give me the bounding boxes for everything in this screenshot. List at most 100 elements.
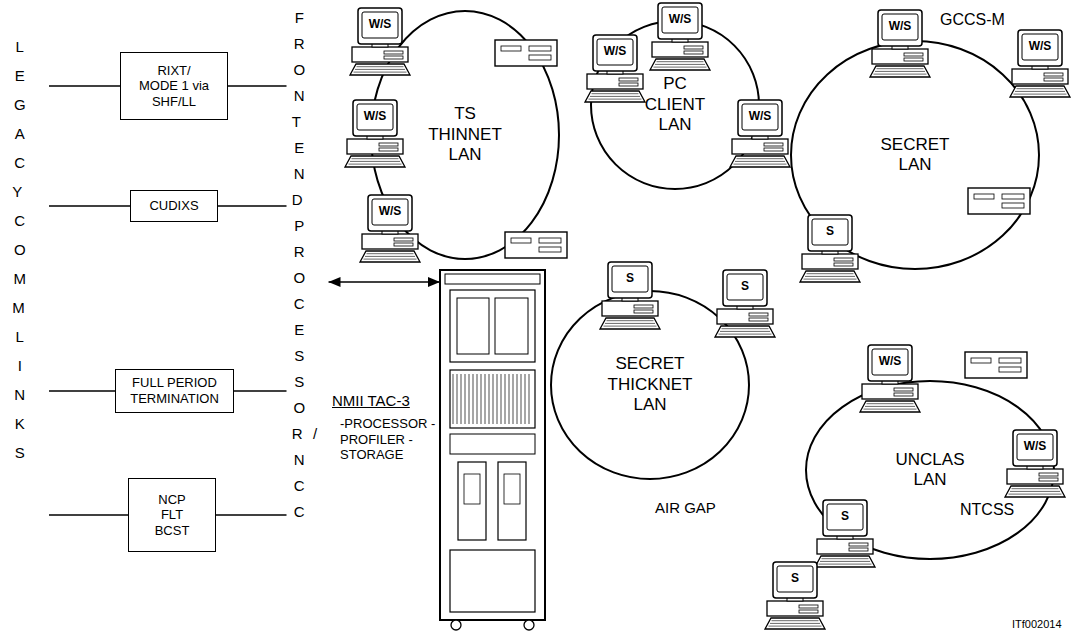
monitor <box>738 100 782 136</box>
monitor-screen <box>357 104 393 130</box>
keyboard-keys <box>654 67 707 68</box>
keyboard-keys <box>365 256 415 257</box>
node-label: RIXT/ MODE 1 via SHF/LL <box>138 63 210 110</box>
drive-slot <box>619 83 638 86</box>
node-label: UNCLAS LAN <box>889 450 971 491</box>
drive-bay <box>1002 194 1024 199</box>
drive-slot <box>1039 473 1058 476</box>
keyboard-keys <box>350 161 400 162</box>
drive-bay <box>511 238 531 243</box>
screen-label: S <box>791 572 799 585</box>
node-heading: GCCS-M <box>940 10 1010 29</box>
screen-label: W/S <box>879 355 902 368</box>
keyboard <box>715 326 775 337</box>
monitor <box>353 100 397 136</box>
lan-ring: UNCLAS LANNTCSS <box>805 380 1055 560</box>
storage-module <box>458 462 486 540</box>
card-slot <box>489 374 490 424</box>
lan-ring: SECRET THICKNET LAN <box>550 290 750 480</box>
drive-slot <box>634 310 653 313</box>
server-case <box>968 188 1030 214</box>
comm-link-box: FULL PERIOD TERMINATION <box>115 369 234 413</box>
screen-label: W/S <box>379 205 402 218</box>
storage-module <box>498 462 526 540</box>
comm-link-box: NCP FLT BCST <box>128 478 216 552</box>
keyboard-keys <box>592 93 639 94</box>
keyboard-keys <box>822 558 869 559</box>
drive-slot <box>634 305 653 308</box>
system-unit <box>717 309 773 324</box>
card-slot <box>521 374 522 424</box>
system-unit <box>347 139 403 154</box>
front-end-processor-bar: FRONT END PROCESSOR/NCC <box>287 5 329 625</box>
drive-slot <box>684 46 703 49</box>
keyboard-keys <box>607 320 654 321</box>
drive-bay <box>501 46 521 51</box>
system-unit <box>862 384 918 399</box>
screen-label: W/S <box>669 13 692 26</box>
card-slot <box>473 374 474 424</box>
system-unit <box>732 139 788 154</box>
card-slot <box>493 374 494 424</box>
drive-bay <box>539 238 561 243</box>
workstation-icon <box>730 100 790 167</box>
system-unit <box>1007 469 1063 484</box>
keyboard-keys <box>364 259 417 260</box>
screen-label: S <box>841 510 849 523</box>
node-label: FRONT END PROCESSOR/NCC <box>292 5 318 525</box>
link-line <box>216 514 287 516</box>
screen-label: S <box>741 280 749 293</box>
drive-slot <box>379 148 398 151</box>
screen-label: S <box>626 272 634 285</box>
card-slot <box>513 374 514 424</box>
rack-unit: NMII TAC-3-PROCESSOR -PROFILER -STORAGE <box>440 270 545 630</box>
keyboard-keys <box>734 164 787 165</box>
monitor <box>808 215 852 251</box>
comm-link-box: RIXT/ MODE 1 via SHF/LL <box>120 52 228 120</box>
screen-label: W/S <box>889 20 912 33</box>
keyboard-keys <box>1015 91 1065 92</box>
link-line <box>234 390 287 392</box>
workstation-icon <box>1010 30 1070 97</box>
keyboard-keys <box>349 164 402 165</box>
system-unit <box>652 42 708 57</box>
drive-slot <box>904 53 923 56</box>
drive-slot <box>749 313 768 316</box>
lan-ring: TS THINNET LAN <box>370 10 560 260</box>
workstation-icon <box>800 215 860 282</box>
workstation-icon <box>715 270 775 337</box>
workstation-icon <box>600 262 660 329</box>
keyboard <box>360 251 420 262</box>
drive-slot <box>379 143 398 146</box>
comm-links-bar: LEGACY COMM LINKS <box>7 32 49 605</box>
monitor <box>773 562 817 598</box>
card-slot <box>453 374 454 424</box>
workstation-icon <box>1005 430 1065 497</box>
system-unit <box>872 49 928 64</box>
rack-band <box>450 434 535 454</box>
monitor <box>868 345 912 381</box>
monitor-screen <box>662 7 698 33</box>
monitor-screen <box>1017 434 1053 460</box>
rack-base-panel <box>450 550 535 612</box>
system-unit <box>602 301 658 316</box>
monitor-screen <box>1022 34 1058 60</box>
link-line <box>49 390 115 392</box>
node-label: TS THINNET LAN <box>425 104 505 165</box>
keyboard-keys <box>770 623 820 624</box>
comm-link-box: CUDIXS <box>130 190 218 222</box>
screen-label: W/S <box>1024 440 1047 453</box>
rack-frame <box>440 270 545 620</box>
workstation-icon <box>350 8 410 75</box>
monitor <box>878 10 922 46</box>
keyboard <box>350 64 410 75</box>
note-label: AIR GAP <box>655 500 716 517</box>
storage-drive <box>464 474 480 504</box>
rack-top <box>445 274 540 284</box>
keyboard-keys <box>355 69 405 70</box>
link-line <box>329 281 441 283</box>
keyboard-keys <box>605 323 655 324</box>
drive-slot <box>849 543 868 546</box>
workstation-icon <box>860 345 920 412</box>
drive-slot <box>764 143 783 146</box>
